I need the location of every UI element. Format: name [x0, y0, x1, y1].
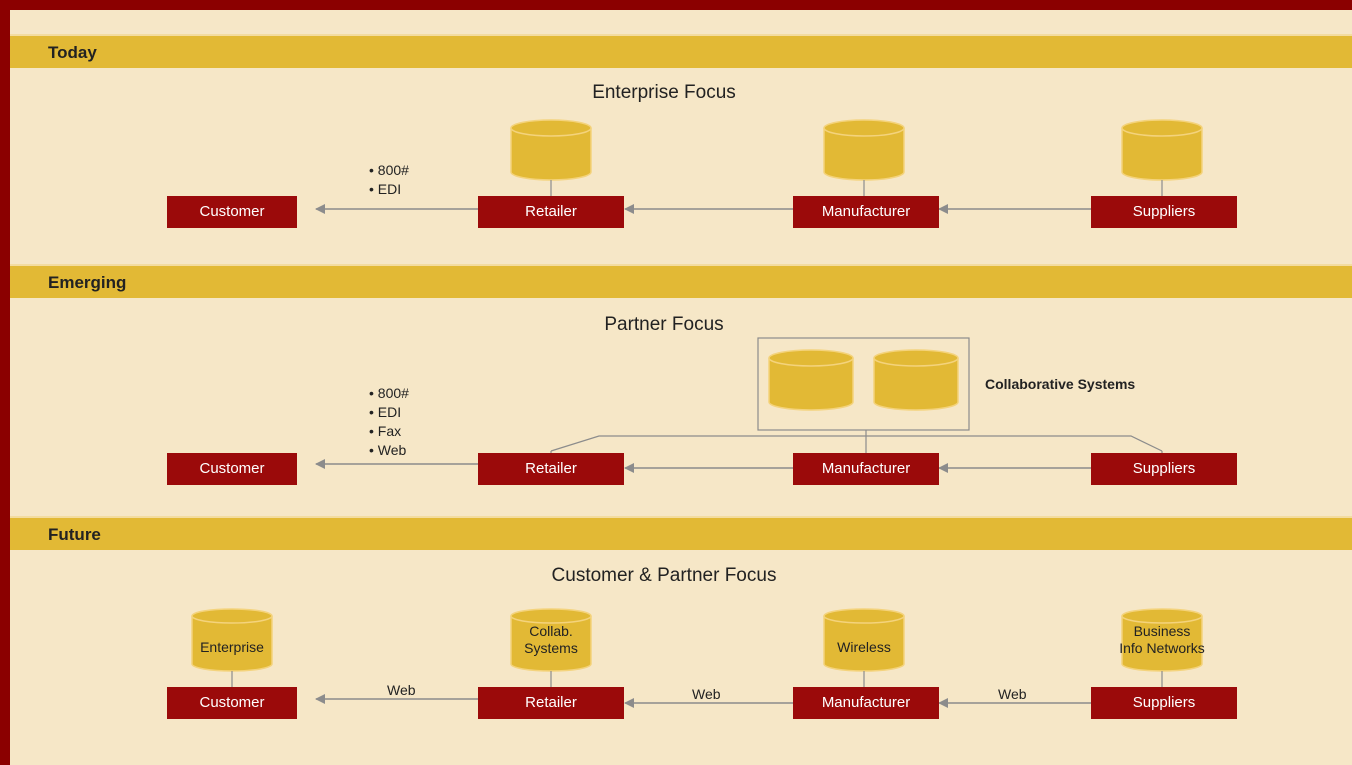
today-retailer-db: [510, 119, 592, 181]
section-label: Future: [48, 525, 101, 544]
channel-note: • 800#: [369, 162, 409, 178]
database-label-enterprise: Enterprise: [200, 639, 264, 655]
section-title: Enterprise Focus: [592, 82, 736, 103]
section-title: Customer & Partner Focus: [551, 565, 777, 586]
node-customer: Customer: [167, 196, 297, 228]
section-title: Partner Focus: [604, 314, 724, 335]
connector-layer: [191, 119, 1203, 708]
node-manufacturer: Manufacturer: [793, 196, 939, 228]
today-manufacturer-db: [823, 119, 905, 181]
collab-db-2: [873, 349, 959, 411]
node-suppliers: Suppliers: [1091, 687, 1237, 719]
section-label: Emerging: [48, 273, 127, 292]
channel-notes: • 800# • EDI • Fax • Web: [369, 384, 409, 460]
node-manufacturer: Manufacturer: [793, 453, 939, 485]
channel-note: • 800#: [369, 385, 409, 401]
section-band-future: Future: [10, 516, 1352, 550]
today-suppliers-db: [1121, 119, 1203, 181]
channel-note: • Fax: [369, 423, 402, 439]
collab-db-1: [768, 349, 854, 411]
node-suppliers: Suppliers: [1091, 196, 1237, 228]
channel-note: • EDI: [369, 181, 402, 197]
database-label-business-info-networks: Business Info Networks: [1119, 623, 1205, 656]
edge-label-web: Web: [692, 686, 721, 702]
channel-note: • EDI: [369, 404, 402, 420]
node-customer: Customer: [167, 687, 297, 719]
database-label-wireless: Wireless: [837, 639, 891, 655]
emerging-collab-bus: [550, 435, 1163, 452]
section-label: Today: [48, 43, 97, 62]
section-band-today: Today: [10, 34, 1352, 68]
collaborative-systems-label: Collaborative Systems: [985, 376, 1136, 392]
diagram-frame: Today Enterprise Focus • 800# • EDI Cust…: [10, 10, 1352, 765]
node-customer: Customer: [167, 453, 297, 485]
database-label-collab-systems: Collab. Systems: [524, 623, 578, 656]
node-retailer: Retailer: [478, 196, 624, 228]
edge-label-web: Web: [998, 686, 1027, 702]
future-suppliers-db: [1121, 608, 1203, 672]
channel-notes: • 800# • EDI: [369, 161, 409, 199]
node-retailer: Retailer: [478, 687, 624, 719]
node-retailer: Retailer: [478, 453, 624, 485]
edge-label-web: Web: [387, 682, 416, 698]
collaborative-systems-box: [757, 337, 970, 431]
node-suppliers: Suppliers: [1091, 453, 1237, 485]
section-band-emerging: Emerging: [10, 264, 1352, 298]
node-manufacturer: Manufacturer: [793, 687, 939, 719]
channel-note: • Web: [369, 442, 407, 458]
